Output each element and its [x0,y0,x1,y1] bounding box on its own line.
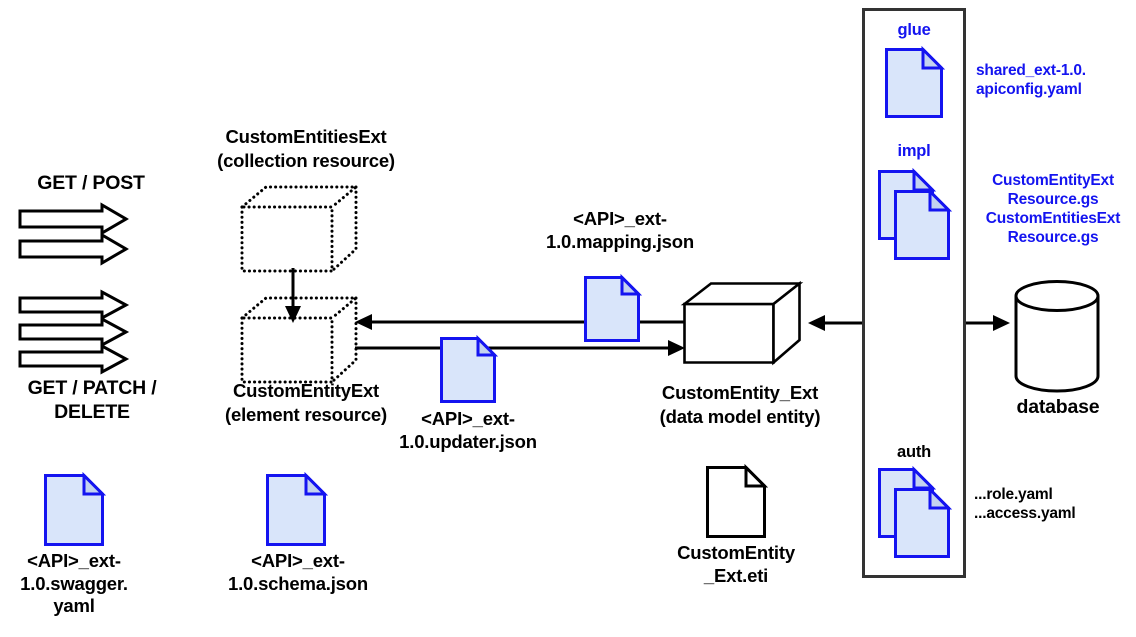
panel-section-label-impl: impl [897,142,931,160]
mapping-json-doc-icon [584,273,643,342]
element-resource-kind: (element resource) [225,404,387,425]
swagger-yaml-doc-icon [44,471,107,546]
mapping-doc-label: <API>_ext- 1.0.mapping.json [546,208,694,252]
collection-resource-name: CustomEntitiesExt [225,126,387,147]
updater-doc-label: <API>_ext- 1.0.updater.json [399,408,537,452]
glue-files-label: shared_ext-1.0. apiconfig.yaml [976,62,1086,98]
glue-doc-icon [885,45,946,118]
auth-files-label: ...role.yaml ...access.yaml [974,486,1076,522]
data-model-entity-name: CustomEntity_Ext [661,382,819,403]
impl-files-label: CustomEntityExt Resource.gs CustomEntiti… [985,172,1121,246]
http-verbs-bottom-label: GET / PATCH / DELETE [27,377,157,423]
eti-doc-label: CustomEntity _Ext.eti [677,542,795,586]
collection-resource-kind: (collection resource) [217,150,395,171]
http-arrow-group-top [18,202,129,266]
database-label: database [1016,396,1100,418]
collection-to-element-arrow [285,268,301,323]
element-resource-name: CustomEntityExt [232,380,380,401]
schema-doc-label: <API>_ext- 1.0.schema.json [228,550,368,594]
panel-to-database-arrow [960,315,1010,331]
panel-section-label-glue: glue [897,21,931,39]
resource-to-entity-arrow [355,340,685,356]
eti-doc-icon [706,463,769,538]
data-model-entity-kind: (data model entity) [659,406,821,427]
schema-json-doc-icon [266,471,329,546]
element-resource-cube [240,296,361,384]
collection-resource-cube [240,185,361,273]
swagger-doc-label: <API>_ext- 1.0.swagger. yaml [20,550,128,617]
panel-to-entity-arrow [808,315,868,331]
database-cylinder-icon [1014,280,1100,393]
updater-json-doc-icon [440,334,499,403]
http-verbs-top-label: GET / POST [37,172,145,194]
http-arrow-group-bottom [18,289,130,375]
panel-section-label-auth: auth [896,443,932,461]
impl-doc-icon-stack [878,167,953,260]
auth-doc-icon-stack [878,465,953,558]
data-model-entity-cube [680,280,804,366]
